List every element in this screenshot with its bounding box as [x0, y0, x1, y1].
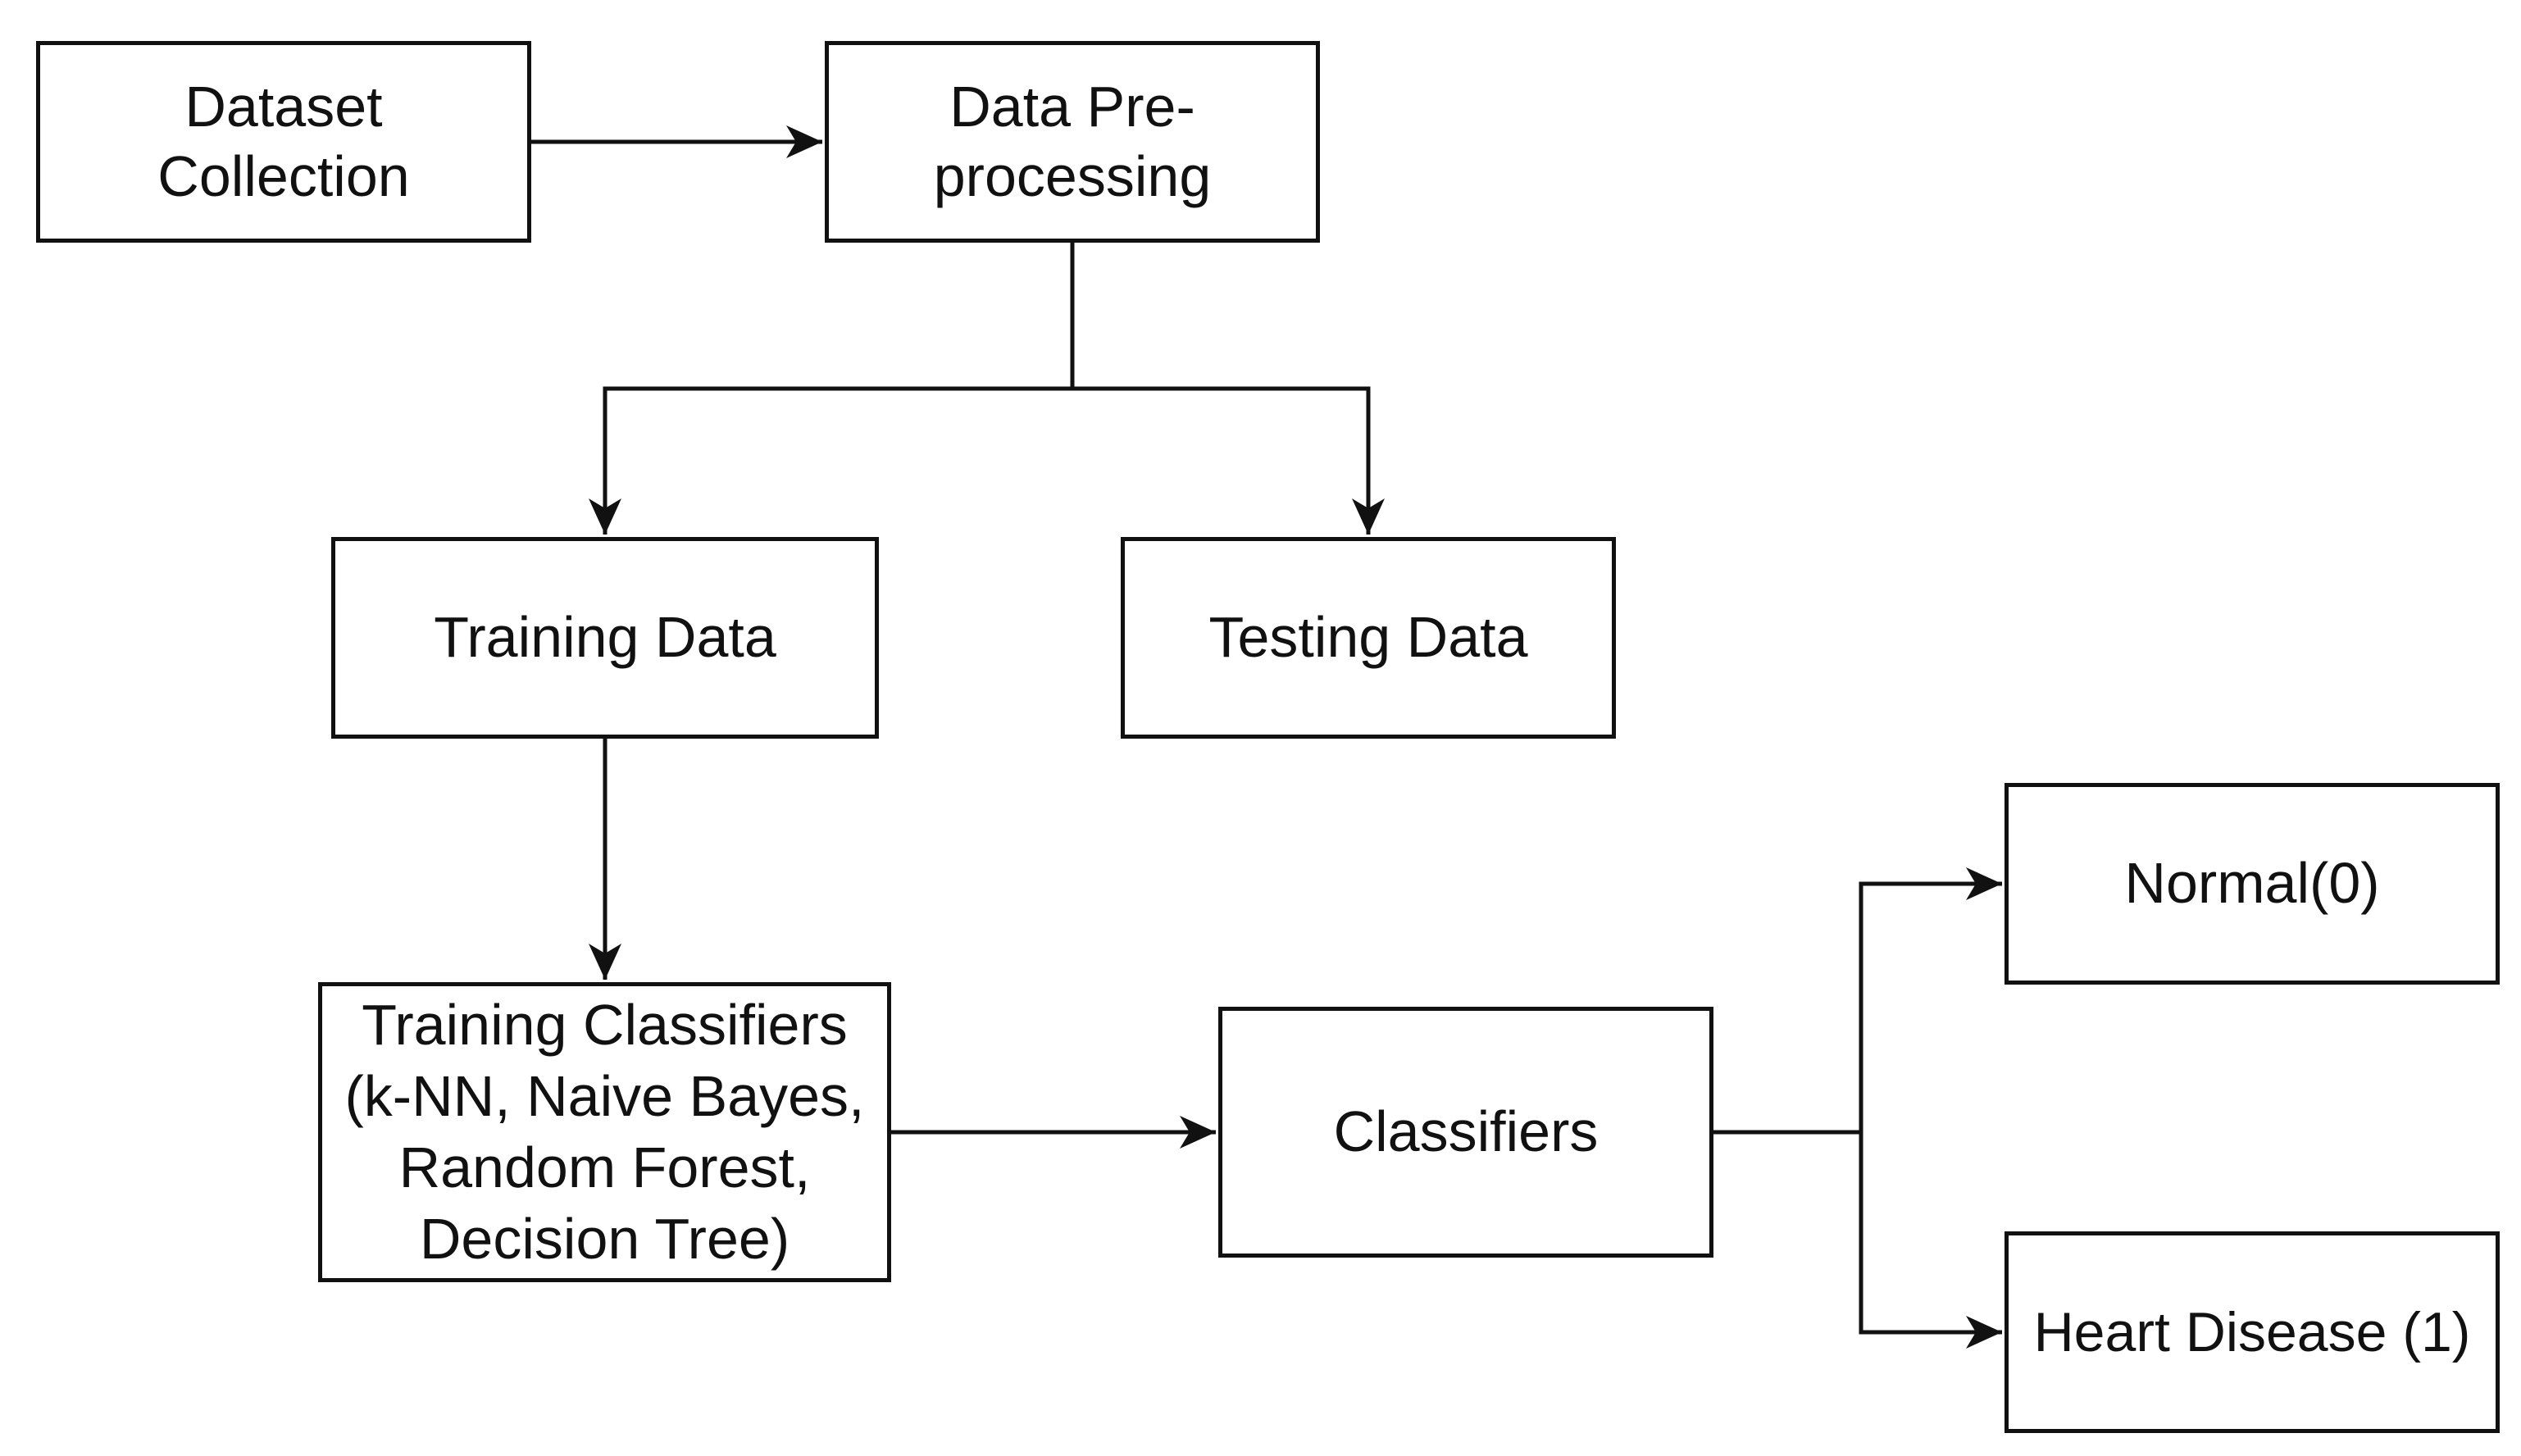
node-training-classifiers: Training Classifiers (k-NN, Naive Bayes,…	[318, 982, 891, 1282]
node-data-preprocessing: Data Pre- processing	[825, 41, 1320, 243]
node-label-line: Training Data	[434, 605, 776, 670]
node-training-data: Training Data	[331, 537, 879, 739]
edge-clf-to-heart-disease	[1859, 1132, 2002, 1349]
node-label-line: Training Classifiers	[362, 993, 848, 1058]
node-label-line: Collection	[157, 144, 410, 208]
node-label-line: Normal(0)	[2124, 851, 2380, 916]
node-label-line: Testing Data	[1208, 605, 1528, 670]
node-label-line: processing	[933, 144, 1212, 208]
node-testing-data: Testing Data	[1121, 537, 1616, 739]
edge-clf-to-normal	[1859, 867, 2002, 1132]
node-normal: Normal(0)	[2005, 783, 2500, 985]
node-label-line: Dataset	[184, 74, 383, 139]
node-classifiers: Classifiers	[1218, 1007, 1713, 1258]
edge-preprocessing-to-training	[589, 386, 1072, 535]
node-heart-disease: Heart Disease (1)	[2005, 1231, 2500, 1433]
node-label-line: Data Pre-	[949, 74, 1195, 139]
node-dataset-collection: Dataset Collection	[36, 41, 531, 243]
edge-preprocessing-to-testing	[1072, 386, 1385, 535]
node-label-line: (k-NN, Naive Bayes,	[344, 1064, 865, 1129]
node-label-line: Random Forest,	[398, 1135, 811, 1199]
node-label-line: Classifiers	[1333, 1099, 1599, 1164]
node-label-line: Decision Tree)	[419, 1206, 790, 1271]
node-label-line: Heart Disease (1)	[2033, 1300, 2471, 1363]
